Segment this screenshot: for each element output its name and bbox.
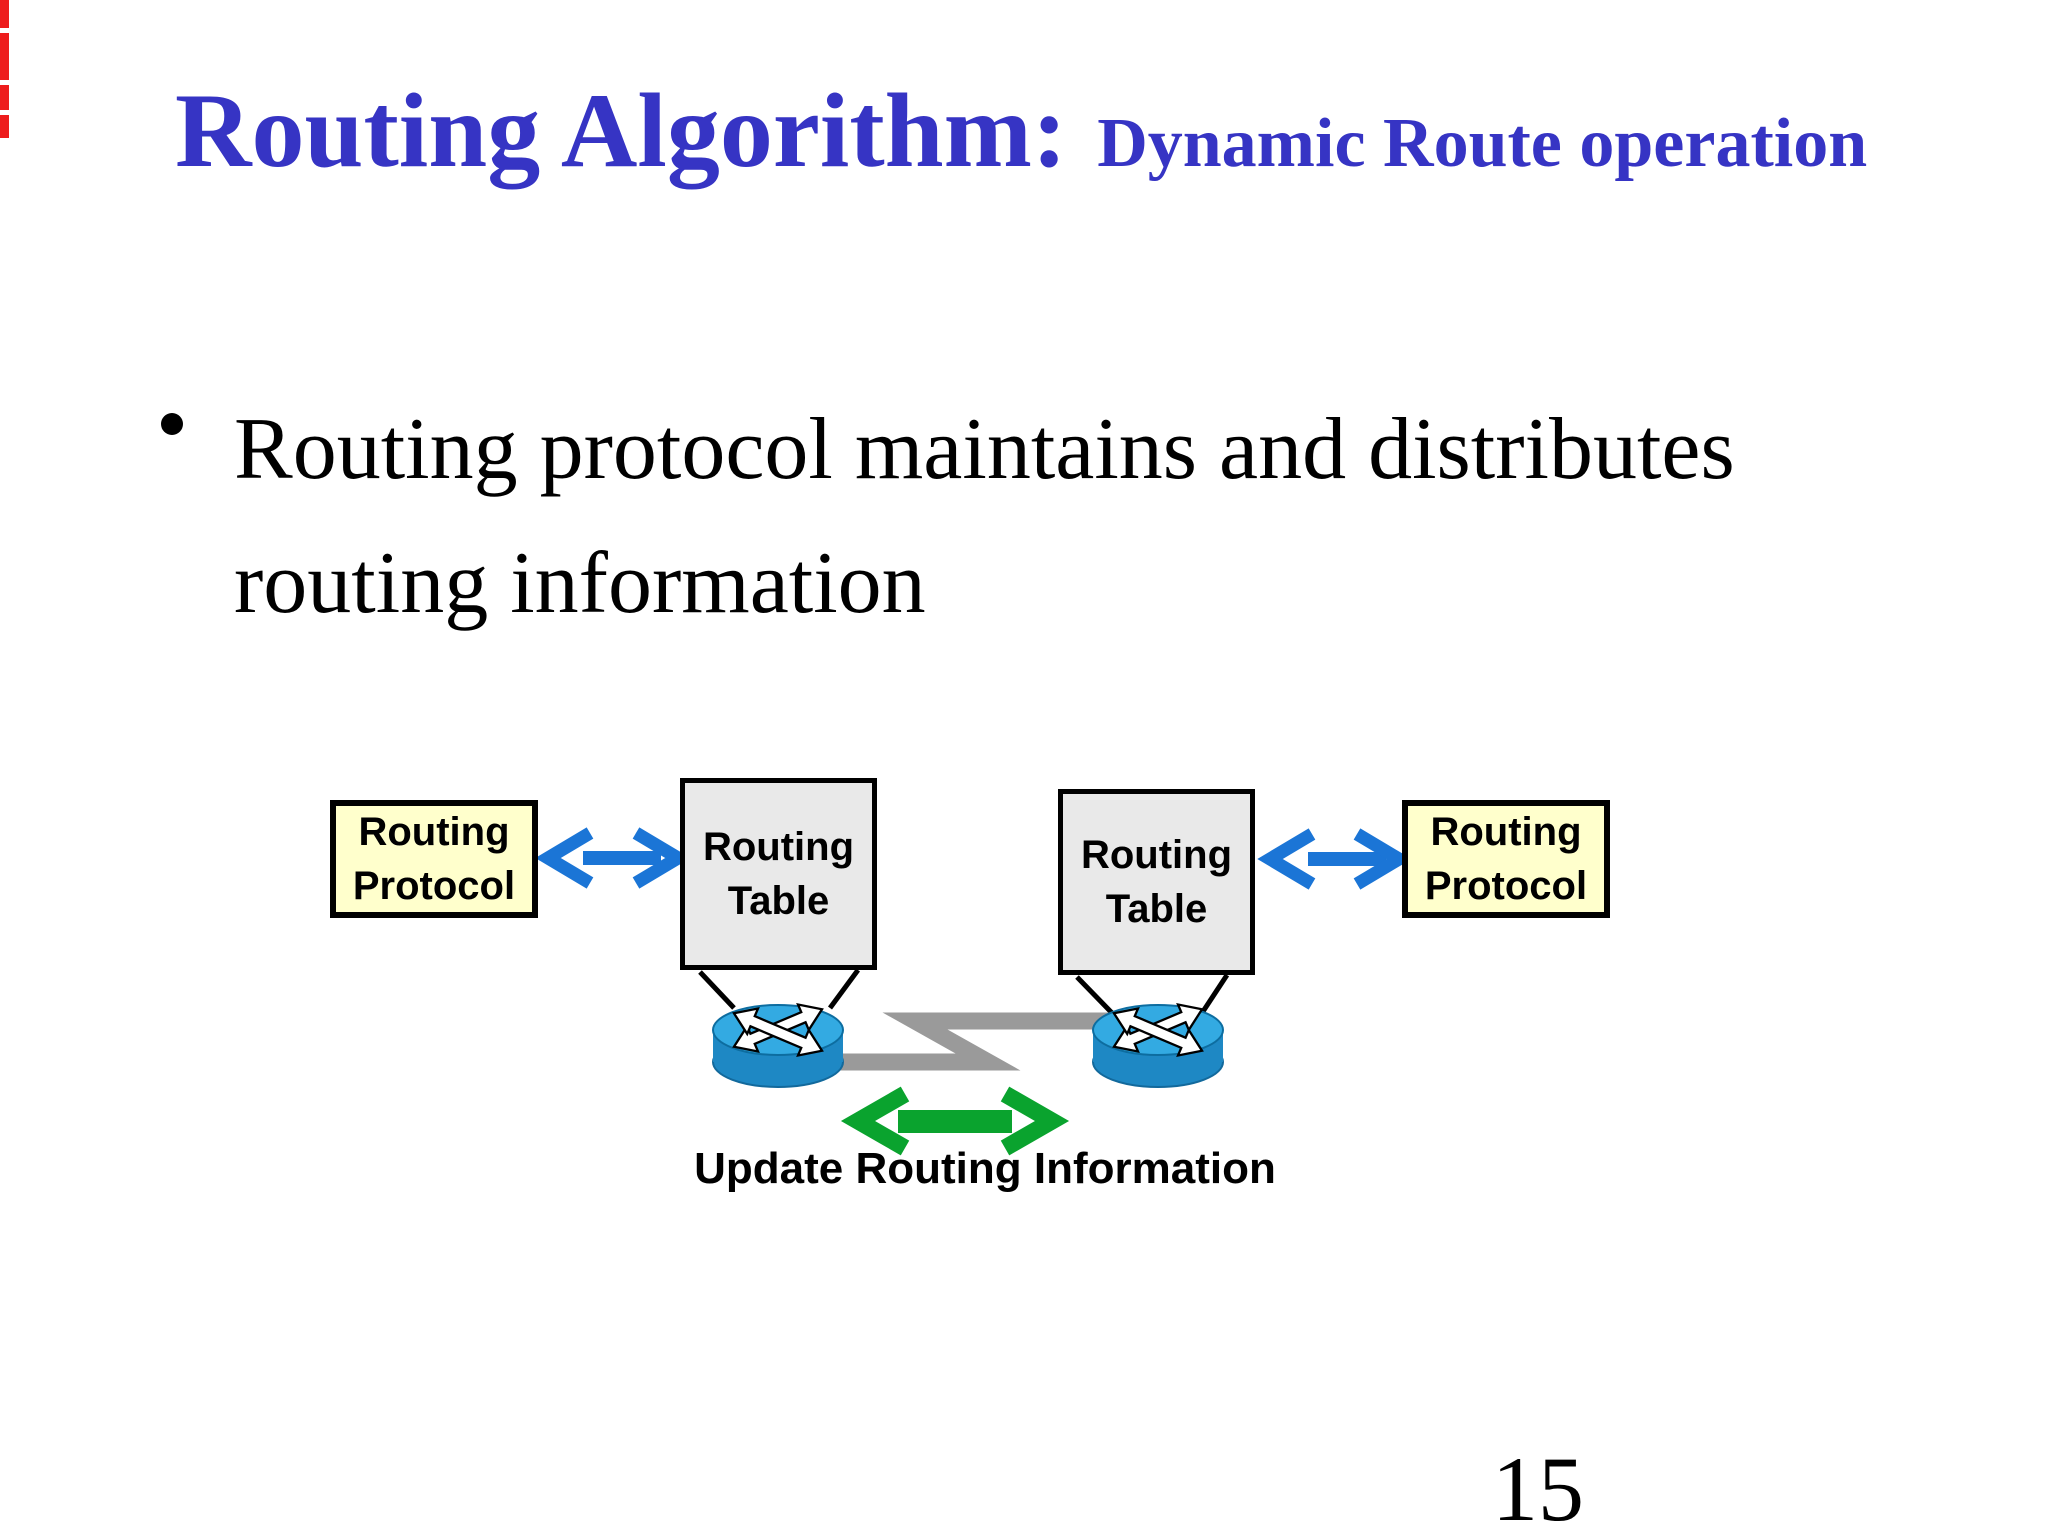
double-arrow-blue-icon-left: [535, 827, 691, 889]
bullet-line-2: routing information: [234, 535, 926, 632]
routing-table-left-line2: Table: [727, 879, 830, 923]
double-arrow-green-icon: [840, 1086, 1070, 1156]
routing-table-left-line1: Routing: [702, 825, 855, 869]
table-to-router-funnel-right: [1075, 973, 1230, 1015]
bullet-marker: [161, 413, 183, 435]
router-icon-left: [712, 1002, 844, 1088]
bullet-line-1: Routing protocol maintains and distribut…: [234, 401, 1735, 498]
bullet-text: Routing protocol maintains and distribut…: [234, 383, 1735, 651]
routing-protocol-box-left: Routing Protocol: [330, 800, 538, 918]
page-number: 15: [1492, 1438, 1584, 1540]
table-to-router-funnel-left: [698, 968, 861, 1010]
routing-protocol-left-line2: Protocol: [352, 864, 516, 908]
red-edge-mark: [0, 0, 9, 138]
routing-protocol-left-line1: Routing: [358, 810, 510, 854]
double-arrow-blue-icon-right: [1257, 828, 1412, 890]
routing-protocol-right-line1: Routing: [1430, 810, 1582, 854]
title-main: Routing Algorithm:: [175, 72, 1068, 189]
title-subtitle: Dynamic Route operation: [1097, 105, 1868, 182]
routing-table-right-line1: Routing: [1080, 833, 1233, 877]
routing-protocol-box-right: Routing Protocol: [1402, 800, 1610, 918]
slide-title: Routing Algorithm:Dynamic Route operatio…: [175, 78, 1867, 184]
router-icon-right: [1092, 1002, 1224, 1088]
routing-table-right-line2: Table: [1105, 887, 1208, 931]
update-routing-label: Update Routing Information: [694, 1144, 1276, 1193]
routing-protocol-right-line2: Protocol: [1424, 864, 1588, 908]
routing-table-box-left: Routing Table: [680, 778, 877, 970]
router-link-line: [785, 1012, 1145, 1071]
routing-table-box-right: Routing Table: [1058, 789, 1255, 975]
